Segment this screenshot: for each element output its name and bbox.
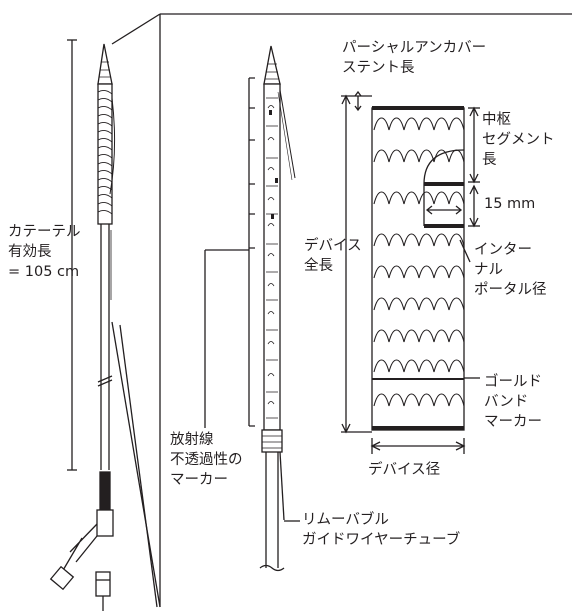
- portal-leader: [459, 239, 471, 263]
- fifteen-mm-label: 15 mm: [484, 196, 536, 212]
- stent-ring: [373, 233, 465, 247]
- loaded-device-illustration: [259, 45, 296, 572]
- device-length-dimension: [341, 90, 372, 434]
- stent-ring: [373, 297, 465, 311]
- partial-uncovered-stent-length-label: パーシャルアンカバー ステント長: [342, 40, 487, 76]
- stent-ring: [373, 117, 465, 131]
- stent-ring: [373, 393, 465, 407]
- stent-graft-illustration: [371, 106, 465, 431]
- device-diameter-label: デバイス径: [368, 462, 441, 478]
- center-segment-dimension: [468, 106, 480, 228]
- perspective-panel: [111, 13, 572, 608]
- gold-band-marker-label: ゴールド バンド マーカー: [484, 374, 542, 430]
- removable-guidewire-tube-label: リムーバブル ガイドワイヤーチューブ: [302, 512, 461, 548]
- stent-ring: [373, 265, 465, 279]
- stent-ring: [373, 359, 465, 373]
- catheter-effective-length-label: カテーテル 有効長 = 105 cm: [8, 224, 81, 280]
- stent-ring: [373, 149, 465, 163]
- catheter-length-dimension: [67, 39, 77, 471]
- device-diameter-dimension: [370, 438, 466, 454]
- stent-ring: [373, 191, 465, 205]
- catheter-illustration: [49, 43, 116, 611]
- internal-portal-diameter-label: インター ナル ポータル径: [474, 242, 547, 298]
- center-segment-length-label: 中枢 セグメント 長: [482, 112, 555, 168]
- radiopaque-marker-label: 放射線 不透過性の マーカー: [170, 432, 243, 488]
- radiopaque-marker-bracket: [204, 77, 255, 428]
- device-total-length-label: デバイス 全長: [304, 238, 362, 274]
- stent-ring: [373, 329, 465, 343]
